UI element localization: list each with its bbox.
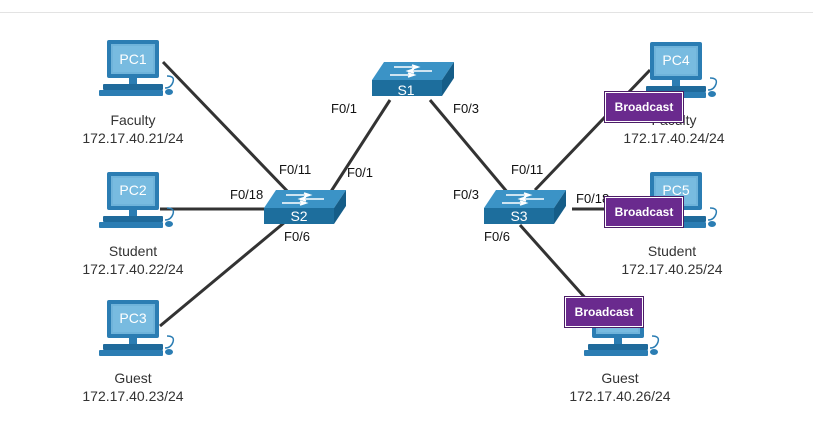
pc1-screen-label: PC1 xyxy=(119,51,147,67)
s3-port-f011: F0/11 xyxy=(511,162,544,177)
pc2-role: Student xyxy=(108,243,158,259)
s2-port-f06: F0/6 xyxy=(284,229,311,244)
pc6-ip: 172.17.40.26/24 xyxy=(569,388,671,404)
top-divider xyxy=(0,12,813,13)
switch-s3-label: S3 xyxy=(510,208,528,224)
s2-port-f01: F0/1 xyxy=(347,165,374,180)
pc4-screen-label: PC4 xyxy=(662,52,690,68)
broadcast-badge-pc4: Broadcast xyxy=(605,92,683,122)
s1-port-left: F0/1 xyxy=(331,101,358,116)
pc3-screen-label: PC3 xyxy=(119,310,147,326)
s2-port-f018: F0/18 xyxy=(230,187,264,202)
pc6-role: Guest xyxy=(601,370,639,386)
switch-s2-label: S2 xyxy=(290,208,308,224)
pc1-icon[interactable] xyxy=(98,39,175,97)
broadcast-badge-pc5: Broadcast xyxy=(605,197,683,227)
pc3-ip: 172.17.40.23/24 xyxy=(82,388,184,404)
pc5-role: Student xyxy=(647,243,697,259)
broadcast-badge-pc6: Broadcast xyxy=(565,297,643,327)
pc1-role: Faculty xyxy=(110,112,156,128)
pc5-ip: 172.17.40.25/24 xyxy=(621,261,723,277)
pc3-role: Guest xyxy=(114,370,152,386)
s3-port-f03: F0/3 xyxy=(453,187,480,202)
s3-port-f018: F0/18 xyxy=(576,191,610,206)
pc5-screen-label: PC5 xyxy=(662,182,690,198)
s3-port-f06: F0/6 xyxy=(484,229,511,244)
s2-port-f011: F0/11 xyxy=(279,162,312,177)
pc1-ip: 172.17.40.21/24 xyxy=(82,130,184,146)
pc2-ip: 172.17.40.22/24 xyxy=(82,261,184,277)
s1-port-right: F0/3 xyxy=(453,101,480,116)
pc4-ip: 172.17.40.24/24 xyxy=(623,130,725,146)
switch-s1-label: S1 xyxy=(397,82,415,98)
pc2-screen-label: PC2 xyxy=(119,182,147,198)
